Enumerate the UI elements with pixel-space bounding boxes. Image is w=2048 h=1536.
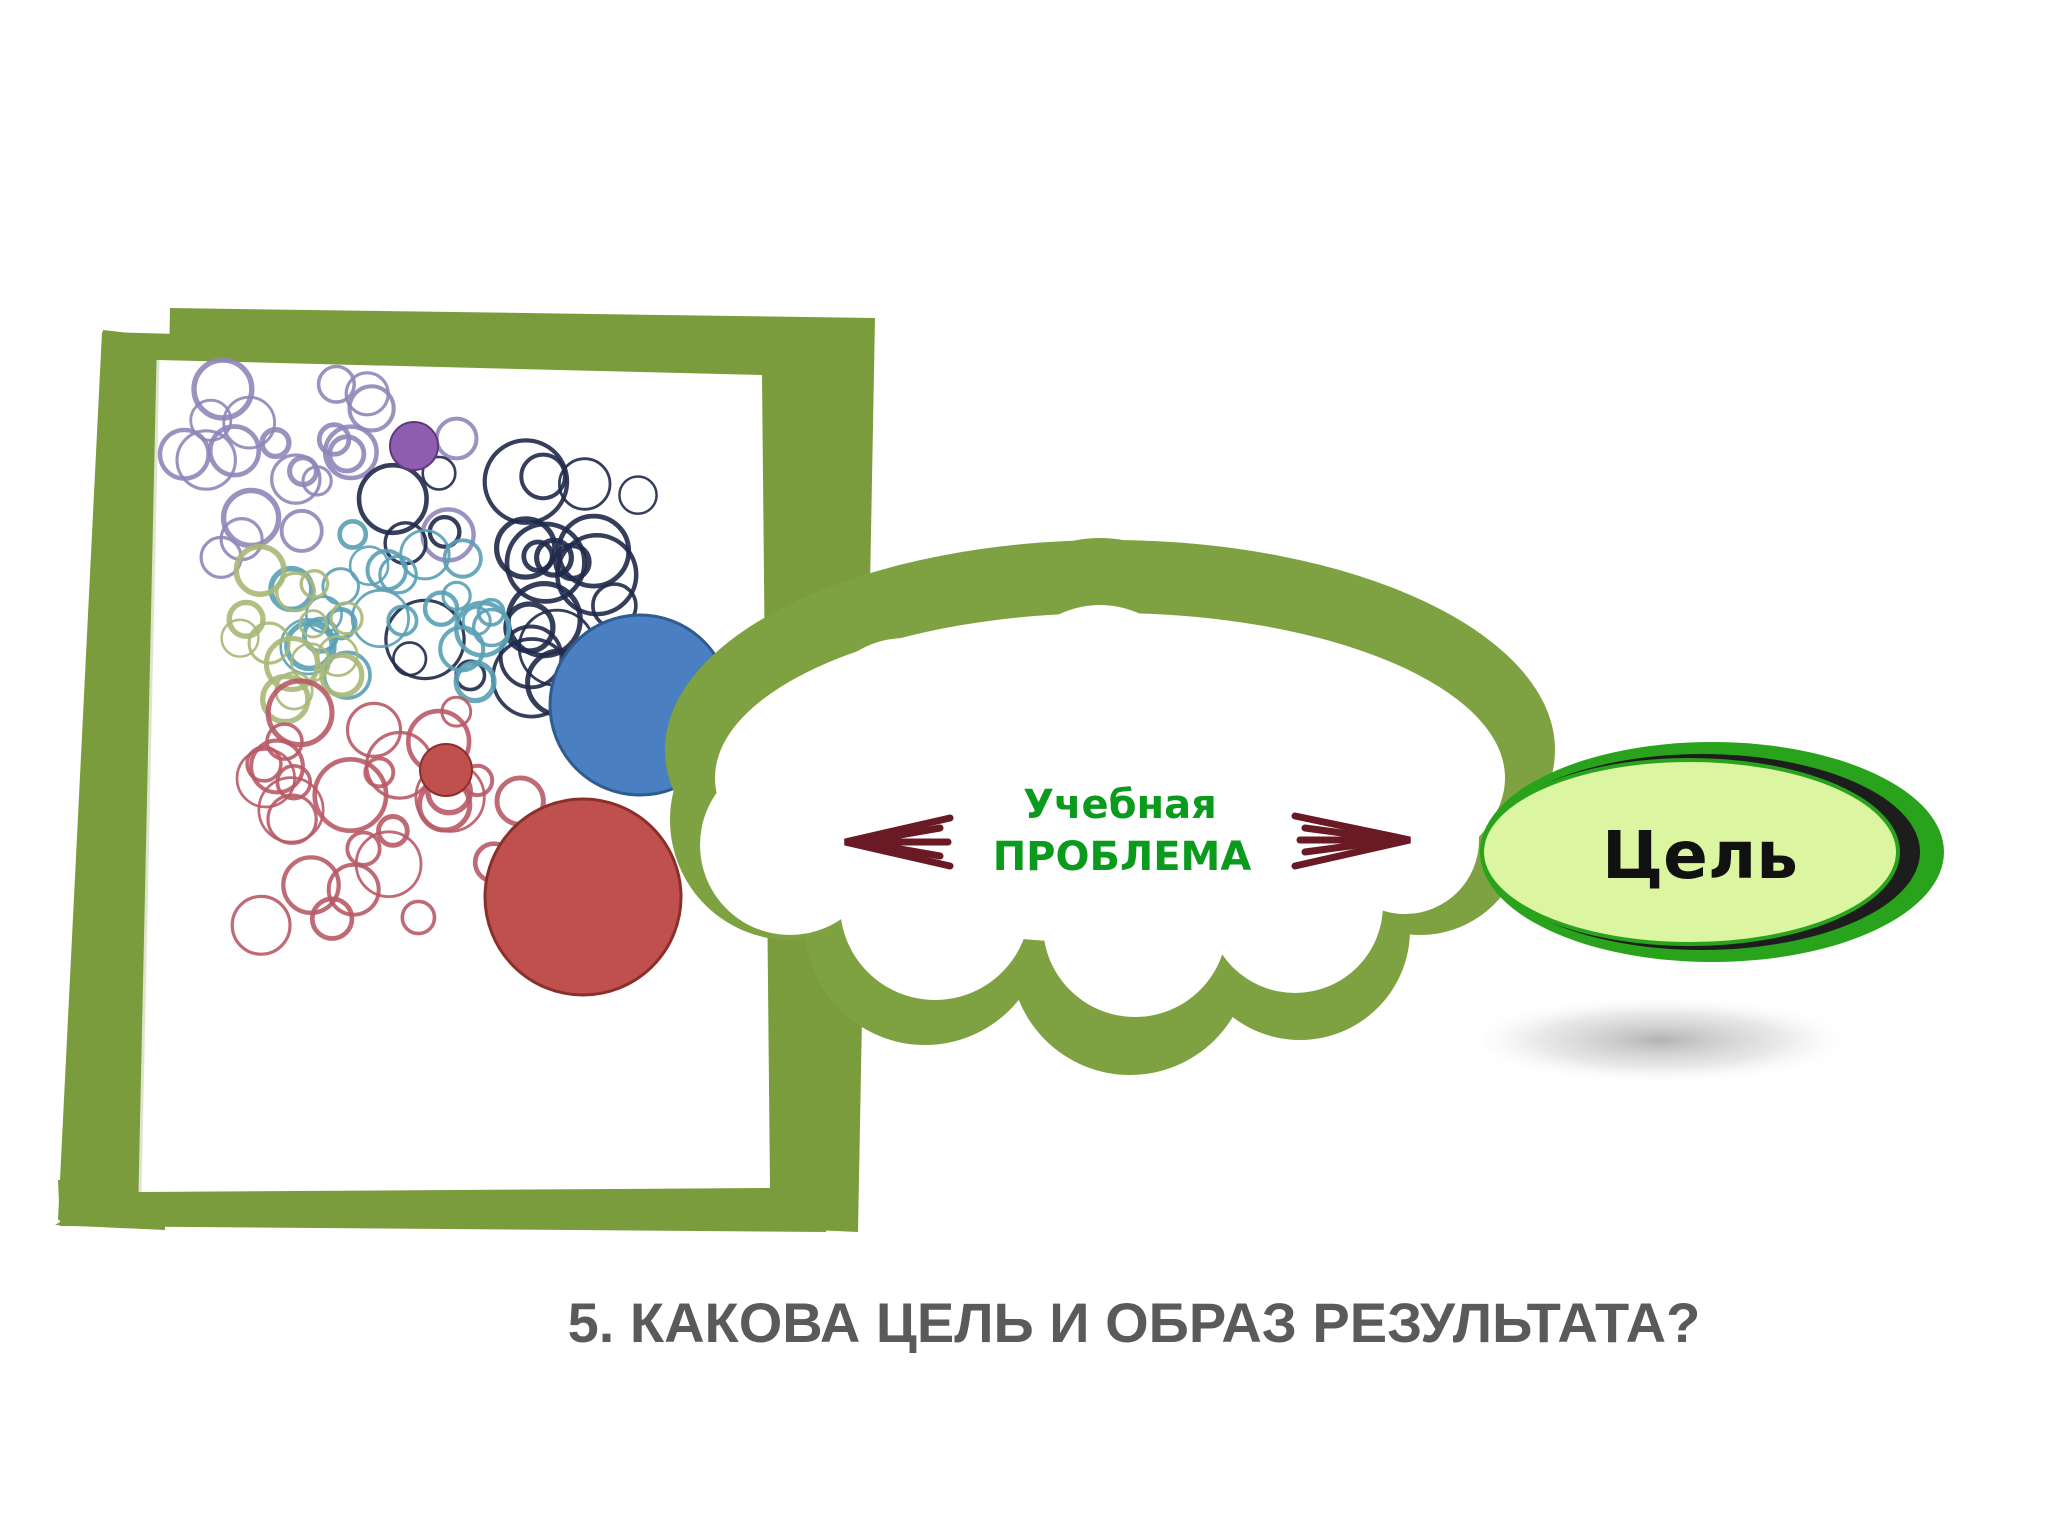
ring-doodle [376, 814, 410, 848]
ring-doodle [329, 601, 364, 636]
ring-doodle [322, 424, 379, 481]
ring-doodle [233, 543, 287, 597]
ring-doodle [175, 429, 237, 491]
problem-label-line1: Учебная [1023, 782, 1217, 828]
ring-doodle [438, 625, 486, 673]
ring-doodle [337, 518, 369, 550]
ring-doodle [442, 538, 483, 579]
ring-doodle [347, 384, 396, 433]
ring-doodle [319, 652, 365, 698]
ring-doodle [348, 545, 390, 587]
ring-doodle [441, 580, 472, 612]
ring-doodle [270, 453, 322, 505]
ring-doodle [279, 508, 324, 553]
ring-doodle [440, 695, 473, 728]
ring-doodle [284, 620, 335, 672]
ring-doodle [265, 722, 304, 761]
goal-label: Цель [1602, 817, 1798, 894]
ring-doodle [309, 896, 355, 941]
ring-doodle [471, 607, 512, 648]
ring-doodle [533, 537, 574, 578]
ring-doodle [555, 533, 639, 617]
ring-doodle [392, 641, 428, 677]
ring-doodle [298, 609, 328, 639]
ring-doodle [263, 635, 320, 692]
ring-doodle [245, 745, 283, 783]
big-red-circle [483, 797, 683, 997]
ring-doodle [260, 673, 311, 725]
ring-doodle [345, 701, 403, 759]
ring-doodle [275, 571, 317, 613]
ring-doodle [275, 763, 313, 801]
goal-shadow [1460, 995, 1860, 1085]
ring-doodle [220, 618, 260, 658]
ring-doodle [453, 660, 497, 704]
ring-doodle [400, 899, 437, 936]
small-purple-circle [389, 421, 439, 471]
right-arrow-icon [1291, 812, 1411, 870]
ring-doodle [230, 894, 292, 956]
ring-doodle [386, 604, 419, 637]
ring-clusters [157, 357, 658, 956]
ring-doodle [482, 438, 570, 525]
small-red-circle [419, 743, 473, 797]
goal-ellipse [1460, 742, 1944, 1085]
left-arrow-icon [844, 814, 954, 870]
frame-bottom-strip [58, 1180, 830, 1232]
ring-doodle [504, 521, 587, 604]
ring-doodle [345, 830, 382, 867]
ring-doodle [421, 455, 457, 491]
frame-inner-edge [138, 359, 160, 1193]
ring-doodle [247, 621, 291, 665]
problem-label-line2: ПРОБЛЕМА [993, 834, 1252, 880]
ring-doodle [312, 756, 389, 833]
ring-doodle [618, 475, 658, 515]
ring-doodle [222, 395, 277, 450]
ring-doodle [378, 554, 418, 595]
ring-doodle [257, 776, 325, 844]
ring-doodle [265, 678, 335, 748]
ring-doodle [363, 756, 396, 789]
slide-title: 5. КАКОВА ЦЕЛЬ И ОБРАЗ РЕЗУЛЬТАТА? [567, 1291, 1701, 1354]
ring-doodle [316, 364, 357, 404]
ring-doodle [226, 599, 266, 639]
ring-doodle [558, 457, 612, 511]
ring-doodle [279, 617, 337, 676]
ring-doodle [556, 513, 632, 589]
ring-doodle [299, 569, 330, 599]
ring-doodle [207, 424, 262, 478]
ring-doodle [356, 462, 429, 536]
ring-doodle [494, 516, 558, 580]
ring-doodle [316, 422, 352, 457]
